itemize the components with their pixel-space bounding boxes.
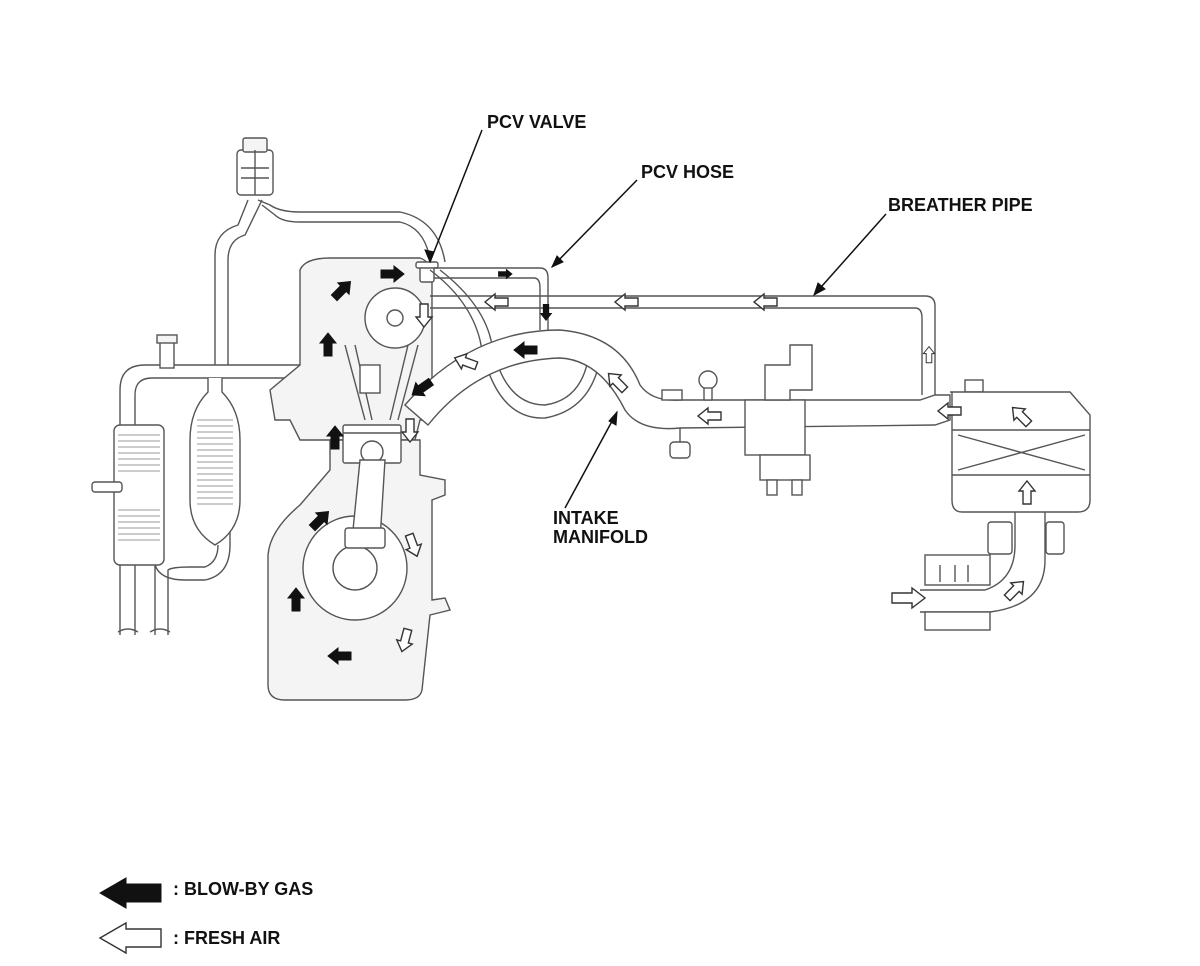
pcv-hose-label: PCV HOSE <box>641 162 734 182</box>
intake-manifold-label-line2: MANIFOLD <box>553 527 648 547</box>
fresh-air-arrow <box>1000 575 1030 605</box>
intake-manifold-label: INTAKE <box>553 508 619 528</box>
fresh-air-arrow <box>922 346 936 364</box>
air-cleaner <box>920 391 1091 631</box>
legend-fresh-air-label: : FRESH AIR <box>173 928 280 948</box>
catalyst-hatching <box>197 419 233 505</box>
fresh-air-arrow <box>891 587 926 609</box>
breather-pipe-leader <box>813 213 887 296</box>
breather-pipe <box>430 295 936 395</box>
engine-block <box>267 257 451 701</box>
muffler-hatching <box>118 434 160 541</box>
legend-fresh-air-arrow <box>98 921 162 955</box>
breather-pipe-label: BREATHER PIPE <box>888 195 1033 215</box>
legend: : BLOW-BY GAS : FRESH AIR <box>98 877 313 955</box>
pcv-hose <box>434 267 549 330</box>
legend-blow-by-label: : BLOW-BY GAS <box>173 879 313 899</box>
intake-manifold-leader <box>564 411 618 509</box>
exhaust-system <box>91 334 300 635</box>
upper-line-and-sensor <box>214 137 446 365</box>
pcv-valve <box>415 261 439 283</box>
pcv-valve-leader <box>429 129 483 263</box>
pcv-hose-leader <box>551 179 638 268</box>
pcv-valve-label: PCV VALVE <box>487 112 586 132</box>
blow-by-arrow <box>540 303 552 321</box>
legend-blow-by-arrow <box>98 877 162 909</box>
intake-manifold <box>404 329 984 496</box>
